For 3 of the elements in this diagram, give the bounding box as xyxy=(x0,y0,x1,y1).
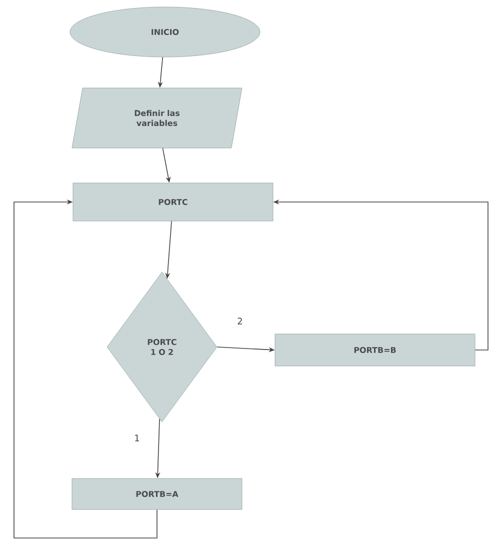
edge-label: 2 xyxy=(236,316,244,326)
arrow xyxy=(14,199,158,538)
edge-label: 1 xyxy=(133,434,141,442)
